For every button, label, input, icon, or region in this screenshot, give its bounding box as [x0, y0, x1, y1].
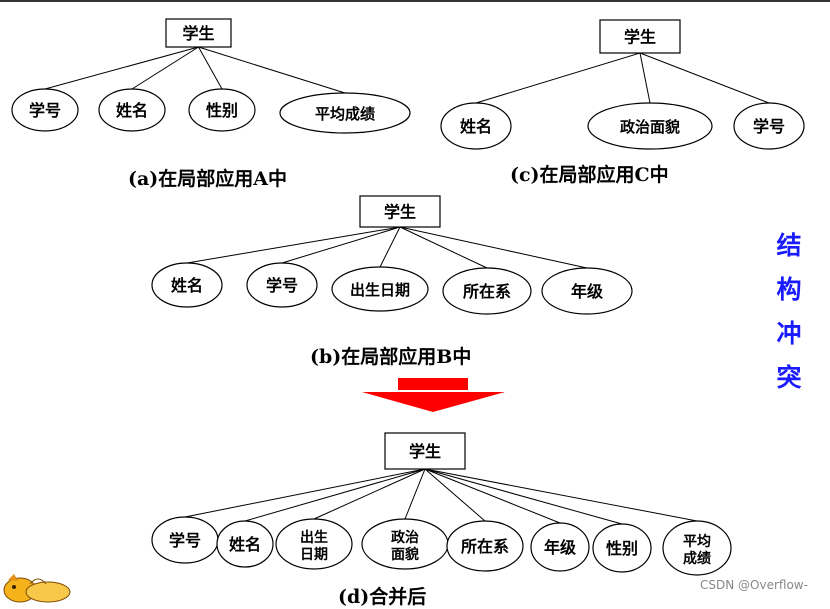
attribute-ellipse: 学号: [246, 262, 318, 308]
top-border: [0, 0, 830, 2]
attribute-ellipse: 性别: [592, 523, 652, 573]
svg-text:成绩: 成绩: [683, 550, 711, 567]
attribute-ellipse: 姓名: [440, 102, 512, 150]
attribute-ellipse: 出生日期: [275, 518, 353, 570]
svg-text:学生: 学生: [384, 203, 416, 222]
attribute-ellipse: 姓名: [216, 520, 274, 568]
entity-box: 学生: [165, 18, 232, 48]
connector-line: [379, 226, 401, 268]
svg-text:性别: 性别: [606, 539, 638, 558]
svg-text:姓名: 姓名: [171, 276, 203, 295]
svg-text:学生: 学生: [409, 442, 441, 461]
attribute-ellipse: 平均成绩: [279, 92, 411, 134]
svg-text:姓名: 姓名: [460, 117, 492, 136]
diagram-d: 学生学号姓名出生日期政治面貌所在系年级性别平均成绩: [151, 432, 732, 576]
attribute-ellipse: 学号: [11, 88, 79, 132]
svg-text:面貌: 面貌: [391, 546, 419, 563]
svg-text:平均: 平均: [683, 533, 711, 550]
connector-line: [399, 226, 488, 269]
attribute-ellipse: 姓名: [151, 262, 223, 308]
svg-text:学号: 学号: [753, 117, 785, 136]
attribute-ellipse: 学号: [151, 516, 219, 564]
caption-c: (c)在局部应用C中: [510, 164, 669, 186]
svg-text:年级: 年级: [544, 538, 577, 557]
caption-d: (d)合并后: [338, 586, 427, 608]
svg-text:性别: 性别: [206, 101, 238, 120]
svg-text:年级: 年级: [571, 282, 604, 301]
svg-text:所在系: 所在系: [463, 282, 511, 301]
caption-a: (a)在局部应用A中: [128, 168, 288, 190]
mascot-logo-icon: [3, 574, 71, 603]
svg-text:政治面貌: 政治面貌: [620, 118, 680, 136]
connector-line: [184, 468, 426, 518]
connector-line: [404, 468, 426, 520]
connector-line: [281, 226, 401, 264]
entity-box: 学生: [359, 195, 441, 228]
attribute-ellipse: 出生日期: [331, 266, 429, 312]
svg-text:政治: 政治: [391, 529, 419, 546]
svg-text:所在系: 所在系: [461, 537, 509, 556]
svg-text:学号: 学号: [29, 101, 61, 120]
connector-line: [424, 468, 561, 524]
entity-box: 学生: [384, 432, 466, 470]
connector-line: [424, 468, 698, 522]
svg-text:姓名: 姓名: [116, 101, 148, 120]
watermark: CSDN @Overflow-: [700, 578, 808, 592]
svg-text:出生日期: 出生日期: [350, 281, 410, 299]
svg-text:学生: 学生: [624, 28, 656, 47]
connector-line: [244, 468, 426, 522]
connector-line: [198, 46, 223, 90]
attribute-ellipse: 政治面貌: [587, 102, 713, 150]
svg-text:学号: 学号: [266, 276, 298, 295]
svg-text:姓名: 姓名: [229, 535, 261, 554]
connector-line: [198, 46, 346, 94]
structure-conflict-title: 结 构 冲 突: [776, 231, 802, 392]
connector-line: [639, 52, 651, 104]
svg-text:学生: 学生: [182, 24, 214, 43]
attribute-ellipse: 学号: [733, 102, 805, 150]
svg-text:日期: 日期: [300, 547, 328, 563]
merge-arrow-icon: [362, 378, 505, 412]
attribute-ellipse: 所在系: [446, 520, 524, 572]
connector-line: [399, 226, 588, 269]
connector-line: [424, 468, 486, 522]
attribute-ellipse: 平均成绩: [662, 520, 732, 576]
connector-line: [313, 468, 426, 520]
attribute-ellipse: 性别: [188, 88, 256, 132]
connector-line: [639, 52, 770, 104]
caption-b: (b)在局部应用B中: [310, 346, 472, 368]
connector-line: [44, 46, 199, 90]
svg-text:平均成绩: 平均成绩: [315, 105, 375, 123]
connector-line: [424, 468, 623, 525]
attribute-ellipse: 姓名: [98, 88, 166, 132]
connector-line: [131, 46, 199, 90]
connector-line: [475, 52, 641, 104]
attribute-ellipse: 所在系: [442, 267, 532, 315]
entity-box: 学生: [599, 19, 681, 54]
attribute-ellipse: 年级: [541, 267, 633, 315]
svg-text:学号: 学号: [169, 531, 201, 550]
attribute-ellipse: 政治面貌: [361, 518, 449, 570]
attribute-ellipse: 年级: [530, 522, 590, 572]
connector-line: [186, 226, 401, 264]
svg-text:出生: 出生: [300, 529, 328, 546]
